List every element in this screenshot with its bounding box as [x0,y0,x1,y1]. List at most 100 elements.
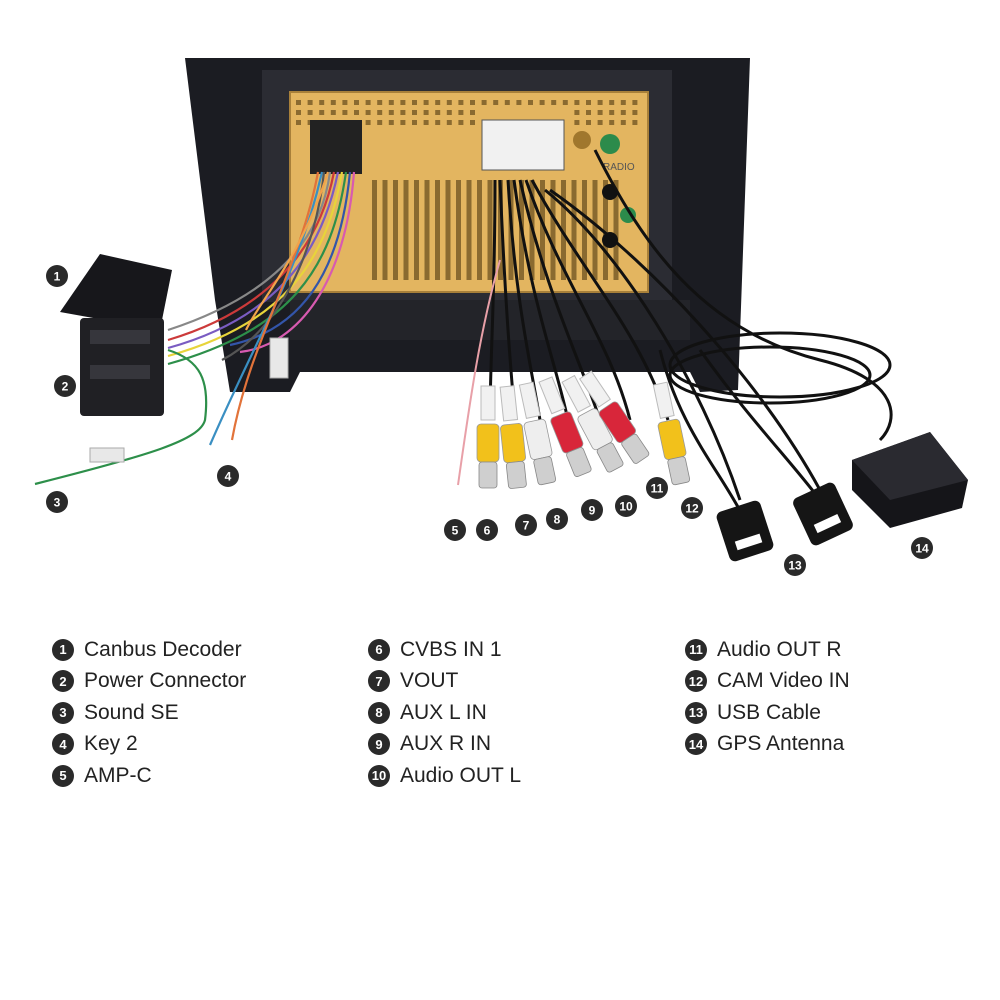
callout-badge-10: 10 [615,495,637,517]
vent-slot [609,100,615,105]
callout-badge-12: 12 [681,497,703,519]
vent-slot [446,120,452,125]
vent-slot [435,180,440,280]
callout-circle [46,265,68,287]
legend-label: Key 2 [84,732,138,756]
vent-slot [423,100,429,105]
vent-slot [574,100,580,105]
callout-circle [681,497,703,519]
vent-slot [296,120,301,125]
vent-slot [481,100,487,105]
legend-label: Audio OUT L [400,763,522,787]
vent-slot [446,100,452,105]
vent-slot [574,110,580,115]
vent-slot [551,100,557,105]
vent-slot [539,100,545,105]
vent-slot [424,180,430,280]
vent-slot [477,180,482,280]
legend-label: Canbus Decoder [84,637,242,661]
callout-number: 13 [788,559,802,573]
legend-number: 3 [52,701,74,724]
callout-circle [546,508,568,530]
vent-slot [498,180,503,280]
callout-number: 2 [62,380,69,394]
callout-number: 4 [225,470,232,484]
green-jack [620,207,636,223]
harness-tag [89,447,125,463]
vent-slot [342,100,348,105]
vent-slot [582,180,587,280]
rca-plug [538,376,592,477]
legend-label: VOUT [400,669,459,693]
vent-slot [550,180,556,280]
vent-slot [609,120,615,125]
vent-slot [586,100,591,105]
callout-badge-13: 13 [784,554,806,576]
vent-slot [562,100,568,105]
vent-slot [597,100,603,105]
vent-slot [445,180,451,280]
vent-slot [435,110,441,115]
vent-slot [296,110,301,115]
callout-badge-8: 8 [546,508,568,530]
vent-slot [372,180,377,280]
vent-slot [412,110,417,115]
vent-slot [470,110,475,115]
callout-circle [581,499,603,521]
callout-badge-11: 11 [646,477,668,499]
jack [602,232,618,248]
usb-plug [716,500,774,562]
legend-label: AMP-C [84,763,152,787]
multi-pin-connector [481,119,565,171]
legend-number: 13 [685,701,707,724]
vent-slot [470,120,475,125]
callout-badge-7: 7 [515,514,537,536]
power-connector [80,318,164,416]
vent-slot [609,110,615,115]
vent-slot [435,100,441,105]
vent-slot [365,100,371,105]
callout-number: 5 [452,524,459,538]
vent-slot [435,120,441,125]
legend-label: Audio OUT R [717,637,842,661]
vent-slot [382,180,388,280]
vent-slot [620,100,626,105]
callout-circle [615,495,637,517]
vent-slot [403,180,409,280]
callout-badge-14: 14 [911,537,933,559]
vent-slot [354,110,359,115]
vent-slot [632,120,638,125]
callout-badge-6: 6 [476,519,498,541]
callout-badge-3: 3 [46,491,68,513]
vent-slot [504,100,510,105]
rca-plug [476,385,500,489]
vent-slot [388,120,394,125]
vent-slot [377,110,383,115]
callout-number: 6 [484,524,491,538]
vent-slot [632,110,638,115]
vent-slot [516,100,522,105]
vent-slot [632,100,638,105]
legend-label: GPS Antenna [717,732,845,756]
vent-slot [586,120,591,125]
vent-slot [597,110,603,115]
vent-slot [330,100,336,105]
vent-slot [423,110,429,115]
vent-slot [620,110,626,115]
vent-slot [423,120,429,125]
vent-slot [365,110,371,115]
callout-number: 9 [589,504,596,518]
legend-number: 8 [368,701,390,724]
vent-slot [540,180,545,280]
callout-circle [911,537,933,559]
callout-number: 11 [651,482,664,496]
legend-number: 14 [685,733,707,756]
canbus-decoder [60,254,172,330]
